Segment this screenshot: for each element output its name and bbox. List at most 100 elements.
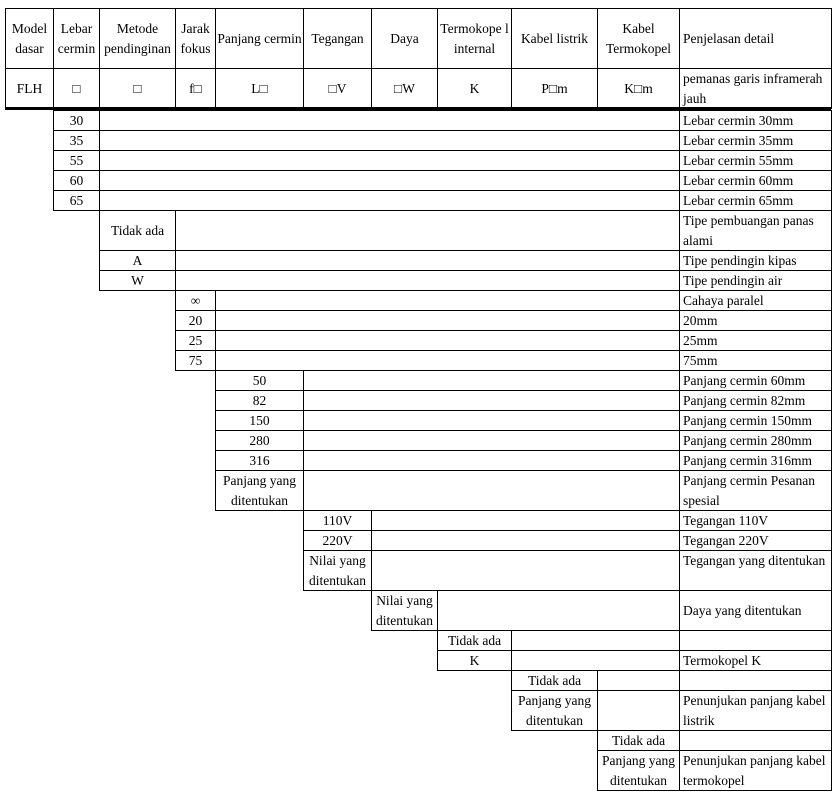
panjang-cermin-option: 150: [215, 410, 304, 431]
header-cell: Jarak fokus: [175, 8, 216, 69]
spacer-cell: [215, 350, 680, 371]
description-cell: Panjang cermin 280mm: [679, 430, 832, 451]
description-cell: [679, 630, 832, 651]
spacer-cell: [597, 690, 680, 731]
description-cell: Panjang cermin 82mm: [679, 390, 832, 411]
spacer-cell: [597, 670, 680, 691]
spacer-cell: [99, 170, 680, 191]
kabel-termokopel-option: Tidak ada: [597, 730, 680, 751]
spacer-cell: [303, 470, 680, 511]
tegangan-option: 110V: [303, 510, 372, 531]
code-cell: □W: [371, 68, 438, 109]
description-cell: 75mm: [679, 350, 832, 371]
description-cell: Tipe pendingin kipas: [679, 250, 832, 271]
spacer-cell: [215, 290, 680, 311]
description-cell: Tegangan 220V: [679, 530, 832, 551]
tegangan-option: 220V: [303, 530, 372, 551]
termokopel-internal-option: K: [437, 650, 512, 671]
panjang-cermin-option: Panjang yang ditentukan: [215, 470, 304, 511]
description-cell: Termokopel K: [679, 650, 832, 671]
metode-pendinginan-option: A: [99, 250, 176, 271]
header-cell: Penjelasan detail: [679, 8, 832, 69]
spacer-cell: [99, 110, 680, 131]
spacer-cell: [511, 630, 680, 651]
panjang-cermin-option: 50: [215, 370, 304, 391]
code-cell: L□: [215, 68, 304, 109]
spacer-cell: [303, 390, 680, 411]
panjang-cermin-option: 280: [215, 430, 304, 451]
panjang-cermin-option: 316: [215, 450, 304, 471]
spacer-cell: [175, 250, 680, 271]
daya-option: Nilai yang ditentukan: [371, 590, 438, 631]
spacer-cell: [437, 590, 680, 631]
lebar-cermin-option: 65: [53, 190, 100, 211]
spacer-cell: [511, 650, 680, 671]
header-cell: Tegangan: [303, 8, 372, 69]
description-cell: Panjang cermin 150mm: [679, 410, 832, 431]
jarak-fokus-option: 25: [175, 330, 216, 351]
header-cell: Panjang cermin: [215, 8, 304, 69]
metode-pendinginan-option: W: [99, 270, 176, 291]
description-cell: Tegangan 110V: [679, 510, 832, 531]
spacer-cell: [215, 330, 680, 351]
description-cell: [679, 670, 832, 691]
code-cell: □: [99, 68, 176, 109]
description-cell: Panjang cermin 60mm: [679, 370, 832, 391]
description-cell: Lebar cermin 35mm: [679, 130, 832, 151]
header-cell: Metode pendinginan: [99, 8, 176, 69]
spacer-cell: [303, 410, 680, 431]
spacer-cell: [371, 510, 680, 531]
description-cell: Panjang cermin 316mm: [679, 450, 832, 471]
description-cell: Tipe pendingin air: [679, 270, 832, 291]
header-cell: Kabel listrik: [511, 8, 598, 69]
panjang-cermin-option: 82: [215, 390, 304, 411]
header-cell: Daya: [371, 8, 438, 69]
code-cell: pemanas garis inframerah jauh: [679, 68, 832, 109]
kabel-listrik-option: Tidak ada: [511, 670, 598, 691]
tegangan-option: Nilai yang ditentukan: [303, 550, 372, 591]
spacer-cell: [99, 190, 680, 211]
spacer-cell: [371, 550, 680, 591]
description-cell: Lebar cermin 60mm: [679, 170, 832, 191]
code-cell: K: [437, 68, 512, 109]
description-cell: [679, 730, 832, 751]
spacer-cell: [303, 370, 680, 391]
description-cell: 25mm: [679, 330, 832, 351]
jarak-fokus-option: ∞: [175, 290, 216, 311]
description-cell: Lebar cermin 30mm: [679, 110, 832, 131]
spacer-cell: [175, 270, 680, 291]
description-cell: Penunjukan panjang kabel listrik: [679, 690, 832, 731]
termokopel-internal-option: Tidak ada: [437, 630, 512, 651]
code-cell: □V: [303, 68, 372, 109]
spacer-cell: [215, 310, 680, 331]
code-cell: K□m: [597, 68, 680, 109]
code-cell: P□m: [511, 68, 598, 109]
spacer-cell: [99, 150, 680, 171]
description-cell: Panjang cermin Pesanan spesial: [679, 470, 832, 511]
code-cell: □: [53, 68, 100, 109]
description-cell: Tegangan yang ditentukan: [679, 550, 832, 591]
description-cell: Tipe pembuangan panas alami: [679, 210, 832, 251]
code-cell: f□: [175, 68, 216, 109]
description-cell: Daya yang ditentukan: [679, 590, 832, 631]
kabel-listrik-option: Panjang yang ditentukan: [511, 690, 598, 731]
description-cell: Penunjukan panjang kabel termokopel: [679, 750, 832, 791]
header-cell: Kabel Termokopel: [597, 8, 680, 69]
spacer-cell: [371, 530, 680, 551]
header-cell: Lebar cermin: [53, 8, 100, 69]
spacer-cell: [303, 430, 680, 451]
header-divider: [5, 107, 831, 110]
lebar-cermin-option: 60: [53, 170, 100, 191]
spacer-cell: [99, 130, 680, 151]
description-cell: 20mm: [679, 310, 832, 331]
description-cell: Lebar cermin 55mm: [679, 150, 832, 171]
jarak-fokus-option: 75: [175, 350, 216, 371]
lebar-cermin-option: 30: [53, 110, 100, 131]
spacer-cell: [175, 210, 680, 251]
code-cell: FLH: [5, 68, 54, 109]
description-cell: Cahaya paralel: [679, 290, 832, 311]
header-cell: Termokope l internal: [437, 8, 512, 69]
header-cell: Model dasar: [5, 8, 54, 69]
jarak-fokus-option: 20: [175, 310, 216, 331]
spacer-cell: [303, 450, 680, 471]
